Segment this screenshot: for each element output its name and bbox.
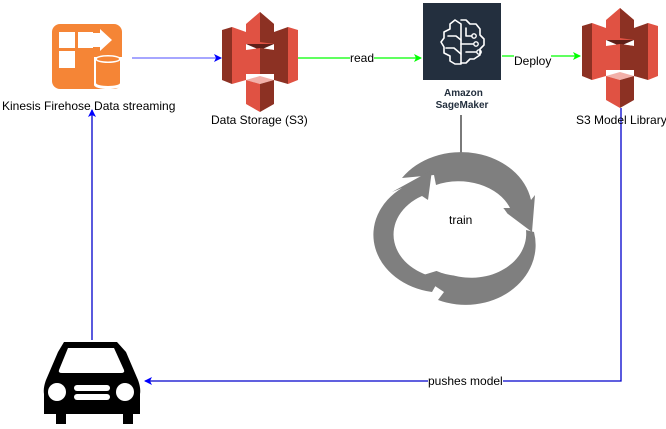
edge-label-read: read (350, 51, 375, 65)
s3-bucket-icon (222, 12, 298, 112)
sagemaker-label-line1: Amazon (444, 88, 483, 99)
s3-model-library-label: S3 Model Library (576, 113, 666, 127)
sagemaker-icon (423, 3, 501, 80)
car-icon (43, 342, 141, 424)
edge-label-deploy: Deploy (514, 54, 552, 68)
s3-bucket-icon (582, 8, 658, 108)
train-label: train (449, 213, 473, 227)
edge-pushes-model (144, 108, 622, 385)
kinesis-firehose-icon (52, 24, 122, 89)
cycle-arrows-icon (373, 152, 536, 305)
sagemaker-label-line2: SageMaker (435, 100, 489, 111)
edge-label-pushes-model: pushes model (428, 374, 503, 388)
kinesis-label: Kinesis Firehose Data streaming (2, 99, 176, 113)
s3-data-storage-label: Data Storage (S3) (211, 113, 308, 127)
